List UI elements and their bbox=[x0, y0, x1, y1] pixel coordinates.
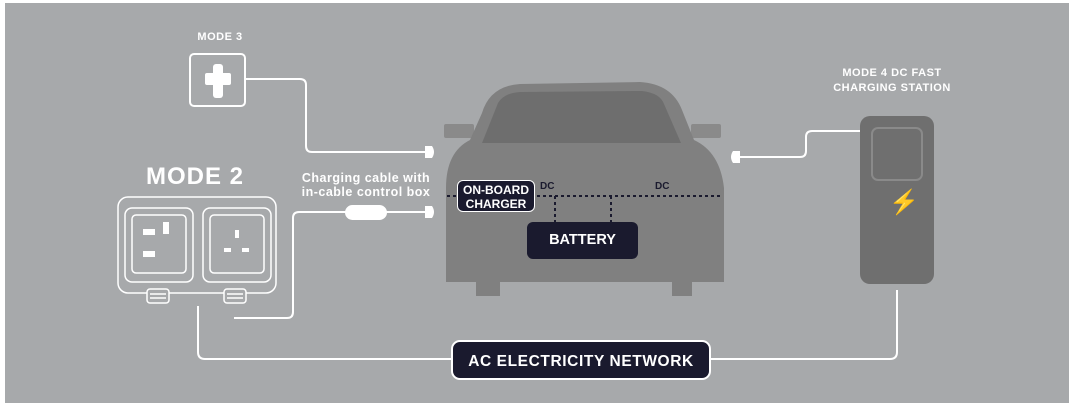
mode2-socket-icon bbox=[117, 196, 277, 304]
lightning-bolt-icon: ⚡ bbox=[889, 189, 919, 216]
mode2-cable-left bbox=[234, 211, 350, 319]
cable-label-text: Charging cable with in-cable control box bbox=[301, 171, 431, 199]
ac-network-right-line bbox=[711, 290, 898, 360]
cable-label: Charging cable with in-cable control box bbox=[295, 171, 437, 199]
dc-label-right: DC bbox=[655, 181, 670, 192]
onboard-charger-label: ON-BOARD CHARGER bbox=[463, 183, 529, 211]
mode3-cable bbox=[246, 78, 425, 153]
mode4-label-text: MODE 4 DC FAST CHARGING STATION bbox=[833, 67, 951, 94]
cable-lines bbox=[197, 78, 898, 360]
battery-box: BATTERY bbox=[527, 222, 638, 259]
mode4-label: MODE 4 DC FAST CHARGING STATION bbox=[812, 66, 972, 96]
ac-network-box: AC ELECTRICITY NETWORK bbox=[451, 340, 711, 380]
mode4-cable bbox=[740, 130, 868, 158]
onboard-charger-box: ON-BOARD CHARGER bbox=[457, 180, 535, 212]
mode3-socket-icon bbox=[189, 53, 246, 107]
mode3-label: MODE 3 bbox=[197, 31, 243, 43]
control-box-icon bbox=[345, 205, 387, 220]
car-icon bbox=[425, 82, 740, 296]
dc-station-icon bbox=[860, 116, 934, 284]
ac-network-left-line bbox=[197, 306, 451, 360]
dc-label-left: DC bbox=[540, 181, 555, 192]
mode2-label: MODE 2 bbox=[145, 163, 244, 190]
